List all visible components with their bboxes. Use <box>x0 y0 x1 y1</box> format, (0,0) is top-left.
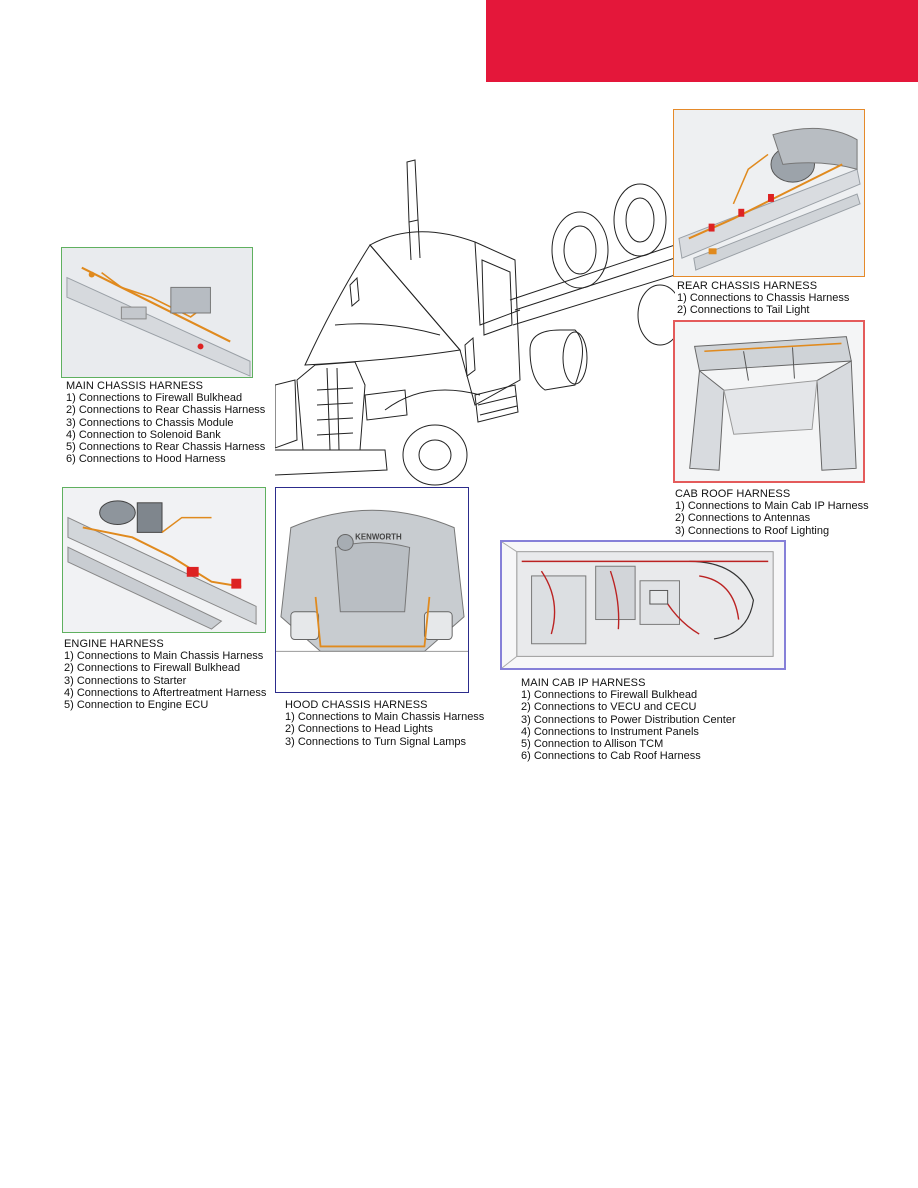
hood-chassis-caption: HOOD CHASSIS HARNESS 1) Connections to M… <box>285 699 484 748</box>
list-item: 4) Connections to Aftertreatment Harness <box>64 686 267 699</box>
list-item: 3) Connections to Chassis Module <box>66 416 234 429</box>
main-cab-ip-image <box>500 540 786 670</box>
list-item: 2) Connections to Antennas <box>675 512 811 525</box>
hood-chassis-title: HOOD CHASSIS HARNESS <box>285 699 428 711</box>
list-item: 1) Connections to Main Chassis Harness <box>285 711 485 724</box>
truck-illustration <box>275 159 675 486</box>
kenworth-logo: KENWORTH <box>355 532 402 541</box>
list-item: 4) Connections to Instrument Panels <box>521 725 699 738</box>
list-item: 2) Connections to Firewall Bulkhead <box>64 662 241 675</box>
list-item: 3) Connections to Power Distribution Cen… <box>521 713 736 726</box>
list-item: 6) Connections to Hood Harness <box>66 453 226 466</box>
main-cab-ip-title: MAIN CAB IP HARNESS <box>521 677 646 689</box>
list-item: 2) Connections to Rear Chassis Harness <box>66 404 266 417</box>
cab-roof-title: CAB ROOF HARNESS <box>675 488 791 500</box>
rear-chassis-image <box>673 109 865 277</box>
rear-chassis-caption: REAR CHASSIS HARNESS 1) Connections to C… <box>677 280 849 317</box>
list-item: 1) Connections to Firewall Bulkhead <box>521 689 698 702</box>
list-item: 5) Connection to Engine ECU <box>64 699 209 712</box>
main-chassis-image <box>61 247 253 378</box>
list-item: 1) Connections to Firewall Bulkhead <box>66 392 243 405</box>
engine-caption: ENGINE HARNESS 1) Connections to Main Ch… <box>64 638 266 711</box>
list-item: 3) Connections to Turn Signal Lamps <box>285 735 466 748</box>
list-item: 3) Connections to Roof Lighting <box>675 524 830 537</box>
list-item: 1) Connections to Chassis Harness <box>677 292 850 305</box>
list-item: 6) Connections to Cab Roof Harness <box>521 750 701 763</box>
main-cab-ip-caption: MAIN CAB IP HARNESS 1) Connections to Fi… <box>521 677 736 762</box>
header-banner <box>486 0 918 82</box>
list-item: 2) Connections to VECU and CECU <box>521 701 697 714</box>
cab-roof-image <box>673 320 865 483</box>
main-chassis-title: MAIN CHASSIS HARNESS <box>66 380 204 392</box>
hood-chassis-image: KENWORTH <box>275 487 469 693</box>
list-item: 1) Connections to Main Cab IP Harness <box>675 500 869 513</box>
cab-roof-caption: CAB ROOF HARNESS 1) Connections to Main … <box>675 488 869 537</box>
list-item: 4) Connection to Solenoid Bank <box>66 428 221 441</box>
engine-image <box>62 487 266 633</box>
list-item: 2) Connections to Head Lights <box>285 723 433 736</box>
rear-chassis-title: REAR CHASSIS HARNESS <box>677 280 818 292</box>
list-item: 3) Connections to Starter <box>64 674 187 687</box>
engine-title: ENGINE HARNESS <box>64 638 164 650</box>
list-item: 5) Connections to Rear Chassis Harness <box>66 441 266 454</box>
list-item: 2) Connections to Tail Light <box>677 304 810 317</box>
list-item: 1) Connections to Main Chassis Harness <box>64 650 264 663</box>
list-item: 5) Connection to Allison TCM <box>521 738 664 751</box>
main-chassis-caption: MAIN CHASSIS HARNESS 1) Connections to F… <box>66 380 265 465</box>
